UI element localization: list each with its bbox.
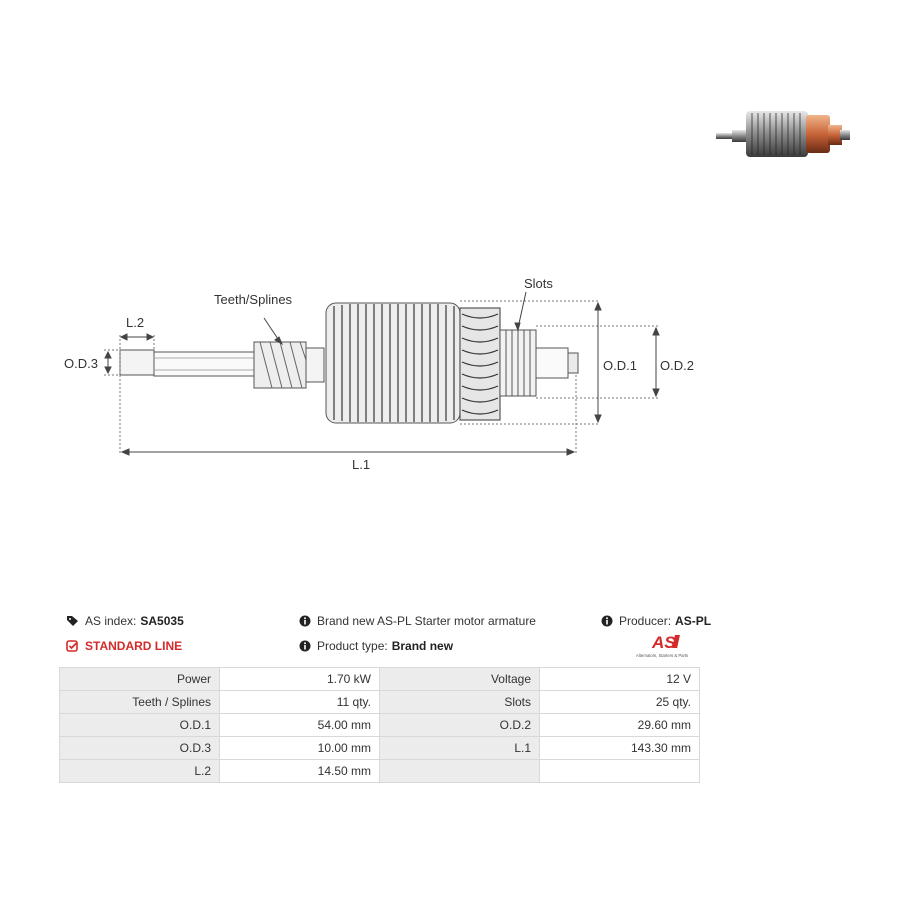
description-text: Brand new AS-PL Starter motor armature — [317, 614, 536, 628]
spec-key: Power — [59, 667, 220, 691]
producer-label: Producer: — [619, 614, 672, 628]
label-l1: L.1 — [352, 457, 370, 472]
spec-key: O.D.2 — [379, 713, 540, 737]
as-index-label: AS index: — [85, 614, 137, 628]
as-pl-logo: AS Alternators, Starters & Parts — [636, 633, 688, 658]
label-teeth-splines: Teeth/Splines — [214, 292, 293, 307]
standard-line: STANDARD LINE — [66, 639, 182, 653]
spec-value: 143.30 mm — [539, 736, 700, 760]
product-thumbnail — [716, 111, 850, 157]
spec-key: L.1 — [379, 736, 540, 760]
spec-value: 14.50 mm — [219, 759, 380, 783]
table-row: L.2 14.50 mm — [59, 759, 700, 783]
product-type-label: Product type: — [317, 639, 388, 653]
description: Brand new AS-PL Starter motor armature — [298, 614, 536, 628]
spec-value: 1.70 kW — [219, 667, 380, 691]
as-index: AS index: SA5035 — [66, 614, 184, 628]
table-row: Teeth / Splines 11 qty. Slots 25 qty. — [59, 690, 700, 714]
svg-text:AS: AS — [651, 633, 676, 652]
producer-value: AS-PL — [675, 614, 712, 628]
info-circle-icon — [299, 615, 311, 627]
core-slots — [333, 304, 455, 422]
spec-value: 29.60 mm — [539, 713, 700, 737]
label-od2: O.D.2 — [660, 358, 694, 373]
spec-value: 11 qty. — [219, 690, 380, 714]
spec-value: 12 V — [539, 667, 700, 691]
label-od3: O.D.3 — [64, 356, 98, 371]
producer: Producer: AS-PL — [600, 614, 711, 628]
spec-key: O.D.1 — [59, 713, 220, 737]
shaft-pilot — [119, 349, 155, 376]
windings — [459, 307, 501, 421]
armature-core — [325, 302, 461, 424]
spec-value: 54.00 mm — [219, 713, 380, 737]
tags-icon — [67, 616, 78, 626]
spec-key: Voltage — [379, 667, 540, 691]
svg-text:Alternators, Starters & Parts: Alternators, Starters & Parts — [636, 653, 688, 658]
label-slots: Slots — [524, 276, 553, 291]
spec-value — [539, 759, 700, 783]
label-od1: O.D.1 — [603, 358, 637, 373]
shaft — [153, 351, 255, 377]
table-row: Power 1.70 kW Voltage 12 V — [59, 667, 700, 691]
info-circle-icon — [601, 615, 613, 627]
spec-value: 10.00 mm — [219, 736, 380, 760]
spec-value: 25 qty. — [539, 690, 700, 714]
armature-diagram: Teeth/Splines Slots L.2 O.D.3 O.D.1 O.D.… — [64, 276, 694, 472]
spec-key: L.2 — [59, 759, 220, 783]
spec-key — [379, 759, 540, 783]
as-index-value: SA5035 — [140, 614, 184, 628]
table-row: O.D.1 54.00 mm O.D.2 29.60 mm — [59, 713, 700, 737]
label-l2: L.2 — [126, 315, 144, 330]
spec-key: O.D.3 — [59, 736, 220, 760]
spec-table: Power 1.70 kW Voltage 12 V Teeth / Splin… — [59, 667, 700, 783]
table-row: O.D.3 10.00 mm L.1 143.30 mm — [59, 736, 700, 760]
info-circle-icon — [299, 640, 311, 652]
product-type: Product type: Brand new — [298, 639, 453, 653]
product-type-value: Brand new — [391, 639, 454, 653]
spec-key: Slots — [379, 690, 540, 714]
spec-key: Teeth / Splines — [59, 690, 220, 714]
check-square-icon — [66, 640, 78, 652]
standard-line-text: STANDARD LINE — [85, 639, 183, 653]
